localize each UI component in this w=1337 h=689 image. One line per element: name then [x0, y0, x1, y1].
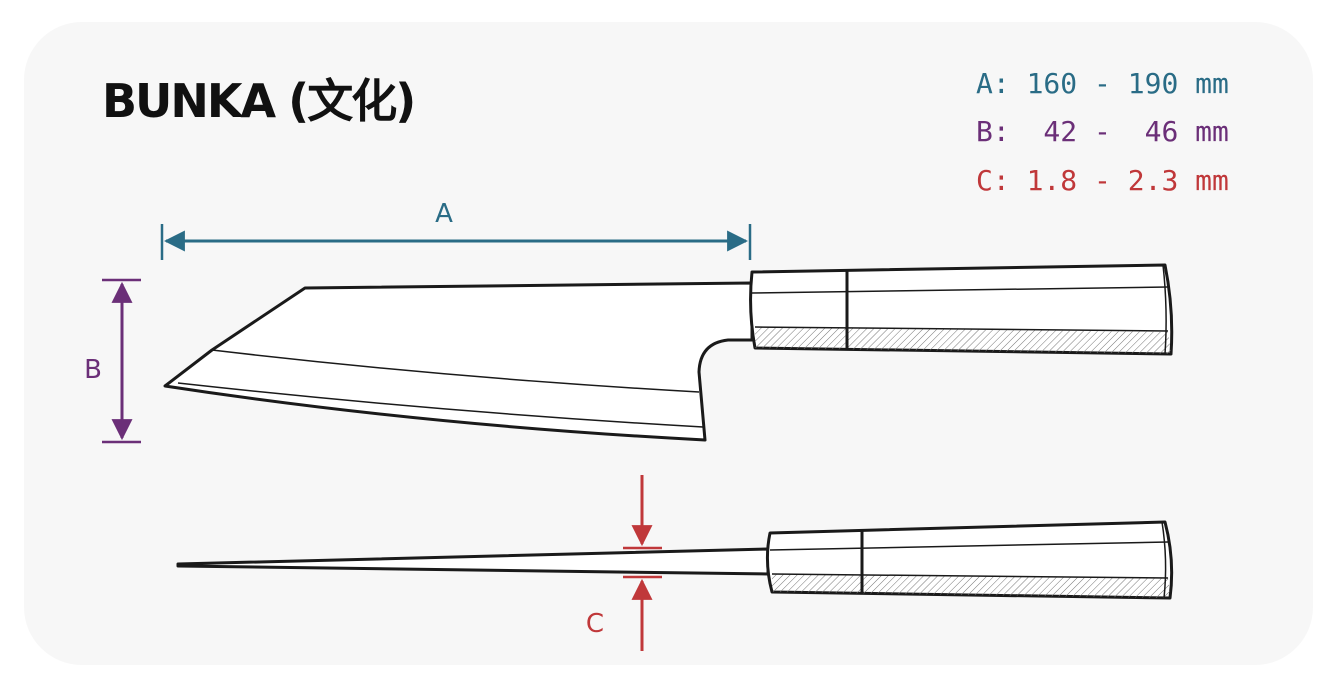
spec-a-label: A:: [976, 67, 1010, 100]
dimension-c-label: C: [586, 609, 604, 639]
spec-b-label: B:: [976, 115, 1010, 148]
page-title: BUNKA (文化): [102, 74, 416, 128]
blade-outline: [163, 281, 754, 442]
top-handle-line-lower: [771, 573, 1169, 579]
spec-a-value: 160 - 190 mm: [1026, 67, 1229, 100]
knife-top-view: [176, 520, 1174, 600]
handle-line-upper: [751, 286, 1169, 294]
spec-c-value: 1.8 - 2.3 mm: [1026, 164, 1229, 197]
dimension-b: B: [84, 278, 141, 444]
dimension-b-label: B: [84, 355, 102, 385]
spec-b: B: 42 - 46 mm: [976, 118, 1229, 146]
spine-outline: [176, 547, 770, 576]
spec-b-value: 42 - 46 mm: [1026, 115, 1229, 148]
dimension-a: A: [160, 199, 752, 260]
top-handle-line-upper: [769, 541, 1169, 551]
handle-hatch: [755, 327, 1171, 354]
spec-c-label: C:: [976, 164, 1010, 197]
top-handle-end-line: [1161, 521, 1167, 599]
blade-edge-line: [177, 382, 704, 428]
dimension-a-label: A: [435, 199, 453, 229]
spec-c: C: 1.8 - 2.3 mm: [976, 167, 1229, 195]
handle-line-lower: [754, 326, 1169, 332]
knife-side-view: [163, 263, 1174, 442]
spec-a: A: 160 - 190 mm: [976, 70, 1229, 98]
top-handle-hatch: [772, 574, 1170, 598]
handle-end-line: [1162, 264, 1167, 355]
dimension-c: C: [586, 475, 662, 651]
blade-bevel-line: [211, 349, 700, 393]
